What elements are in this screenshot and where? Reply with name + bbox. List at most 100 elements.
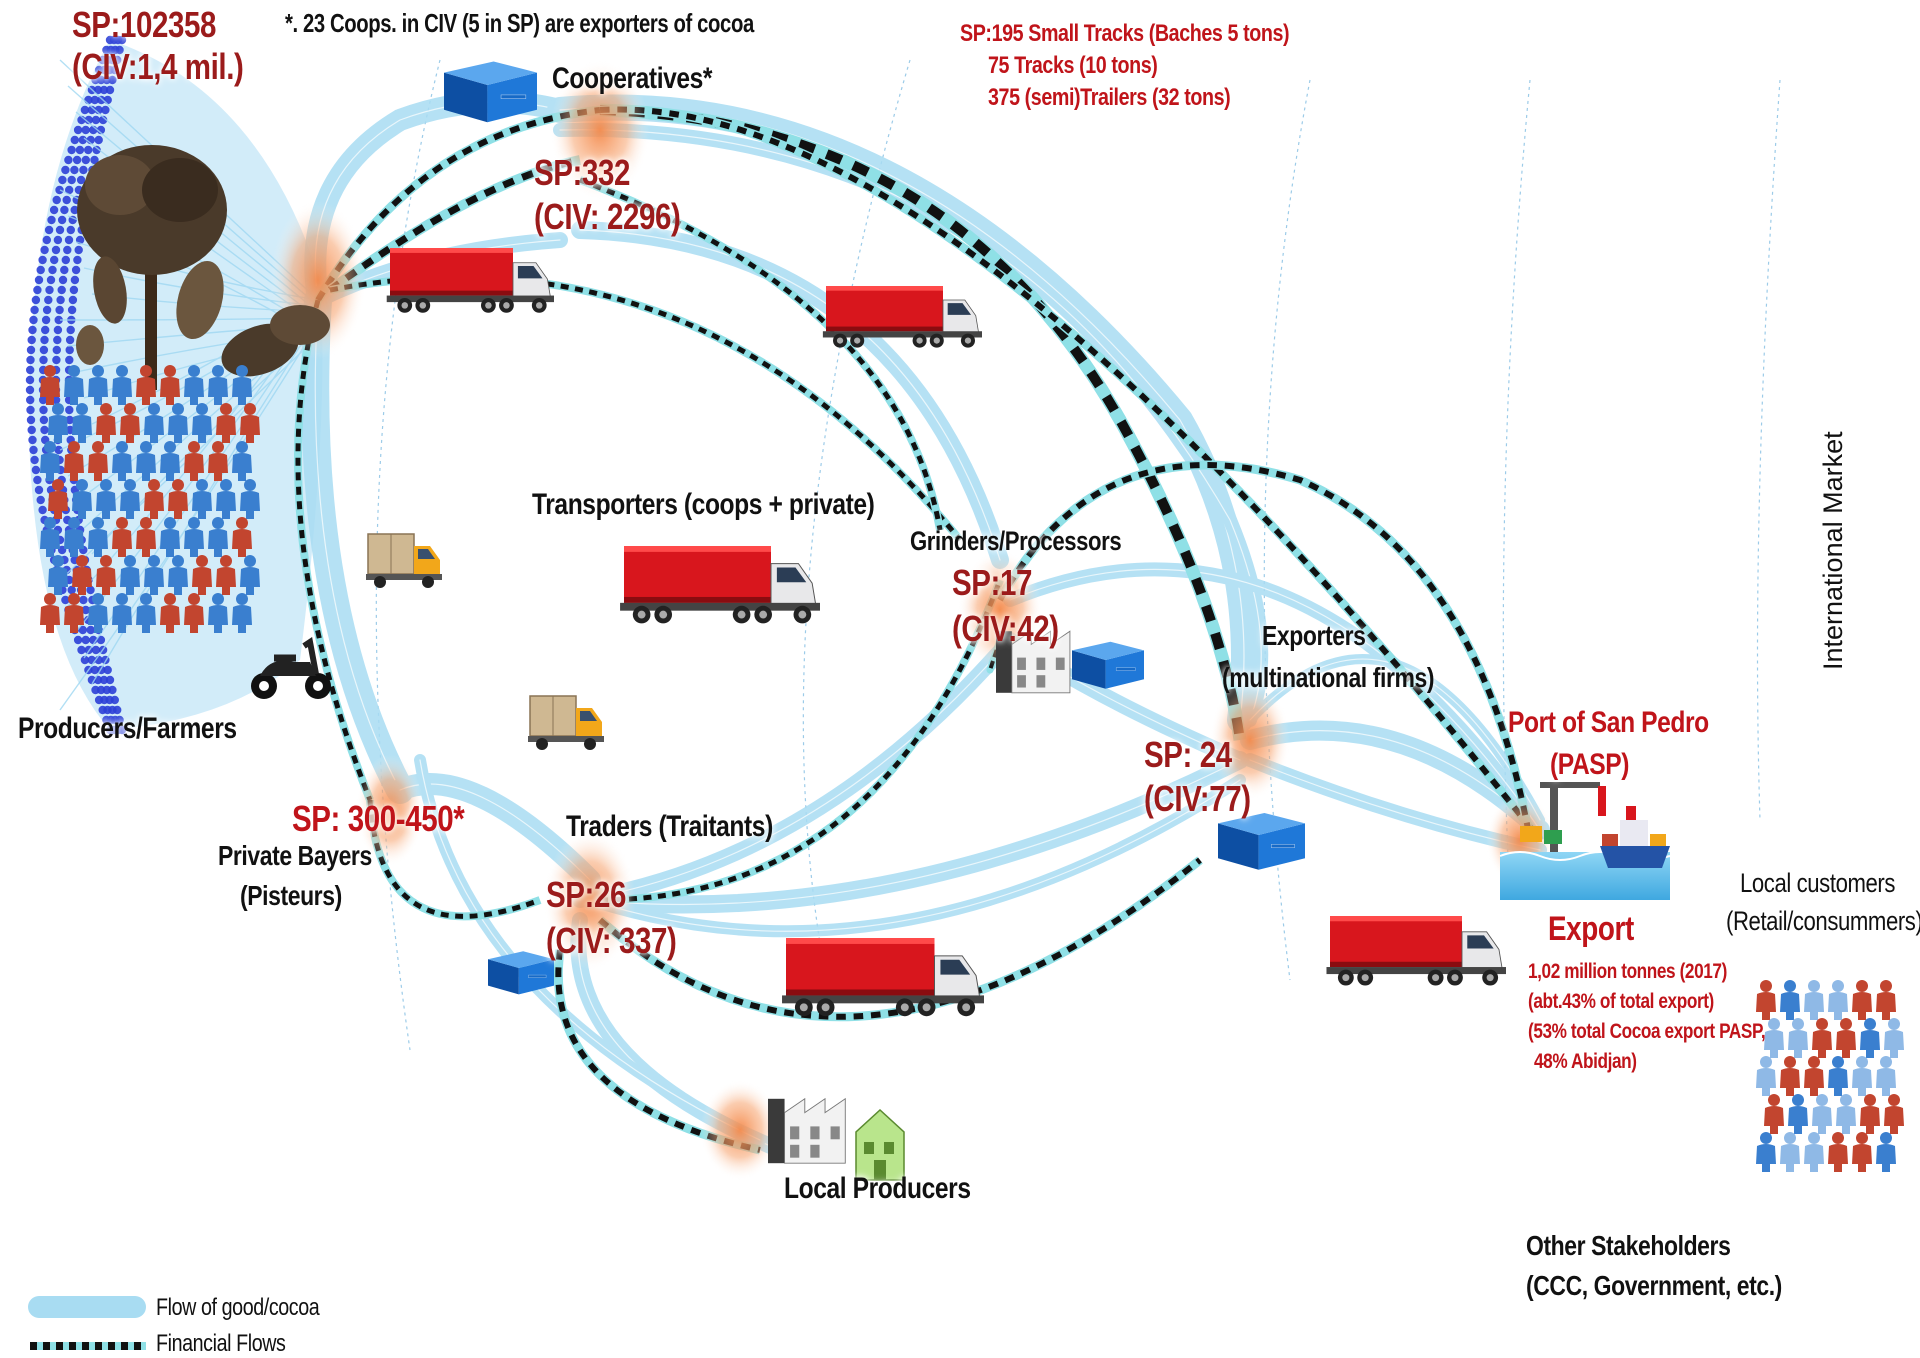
financial-flow	[997, 462, 1533, 841]
farmer-dot	[91, 645, 101, 655]
farmer-dot	[80, 105, 90, 115]
farmer-dot	[70, 275, 80, 285]
farmer-dot	[46, 275, 56, 285]
farmer-dot	[99, 675, 109, 685]
farmer-dot	[27, 335, 36, 345]
truck-icon	[781, 937, 985, 1017]
farmer-dot	[48, 265, 57, 275]
farmer-dot	[60, 265, 69, 275]
farmer-dot	[84, 145, 93, 155]
person-icon	[1804, 1132, 1824, 1172]
farmer-dot	[86, 625, 95, 635]
legend-goods-swatch	[28, 1296, 146, 1318]
farmer-dot	[54, 445, 63, 455]
farmer-dot	[27, 425, 36, 435]
person-icon	[1780, 980, 1800, 1020]
farmer-dot	[81, 125, 90, 135]
legend	[28, 1296, 146, 1350]
financial-flow-base	[599, 103, 1247, 741]
legend-goods-label: Flow of good/cocoa	[156, 1294, 320, 1321]
farmer-dot	[96, 635, 106, 645]
cooperatives-civ-count: (CIV: 2296)	[534, 196, 681, 237]
farmer-dot	[39, 405, 48, 415]
farmer-dot	[29, 315, 38, 325]
farmer-dot	[53, 325, 63, 335]
export-volume: 1,02 million tonnes (2017)	[1528, 960, 1727, 983]
farmer-dot	[70, 205, 79, 215]
farmer-dot	[56, 295, 65, 305]
farmer-dot	[97, 95, 106, 105]
farmer-dot	[73, 635, 83, 645]
farmer-dot	[96, 125, 106, 135]
person-icon	[1852, 1056, 1872, 1096]
other-stakeholders-sublabel: (CCC, Government, etc.)	[1526, 1270, 1782, 1301]
person-icon	[1756, 1056, 1776, 1096]
farmer-dot	[40, 335, 49, 345]
export-share: (abt.43% of total export)	[1528, 990, 1714, 1013]
farmer-dot	[74, 245, 83, 255]
farmer-dot	[65, 185, 74, 195]
farmer-dot	[117, 725, 127, 735]
farmer-dot	[86, 585, 95, 595]
farmer-dot	[28, 435, 37, 445]
warehouse-icon	[487, 951, 555, 995]
farmer-dot	[31, 295, 41, 305]
goods-flow-highlight	[559, 129, 1262, 721]
financial-flow-lines	[293, 103, 1544, 1155]
grinders-sp-count: SP:17	[952, 562, 1033, 603]
warehouse-icon	[1217, 812, 1306, 871]
person-icon	[1852, 980, 1872, 1020]
financial-flow	[599, 106, 1543, 842]
farmer-dot	[64, 155, 73, 165]
transport-note-line2: 75 Tracks (10 tons)	[988, 52, 1158, 79]
farmer-dot	[79, 595, 88, 605]
local-customers-crowd-icon	[1756, 980, 1904, 1172]
grinders-label: Grinders/Processors	[910, 526, 1122, 556]
farmer-dot	[79, 165, 88, 175]
farmer-dot	[25, 375, 35, 385]
farmer-dot	[60, 205, 69, 215]
farmer-dot	[84, 115, 93, 125]
farmer-dot	[87, 105, 97, 115]
farmer-dot	[81, 605, 91, 615]
financial-flow-base	[599, 104, 1544, 843]
farmer-dot	[39, 415, 49, 425]
farmer-dot	[103, 95, 112, 105]
export-title: Export	[1548, 910, 1634, 948]
transporters-label: Transporters (coops + private)	[532, 488, 875, 521]
person-icon	[1876, 980, 1896, 1020]
person-icon	[1804, 1056, 1824, 1096]
farmer-dot	[33, 285, 42, 295]
producers-sp-count: SP:102358	[72, 4, 217, 45]
local-customers-sublabel: (Retail/consummers)	[1726, 906, 1920, 936]
farmer-dot	[68, 215, 77, 225]
farmer-dot	[108, 685, 117, 695]
financial-flow	[598, 857, 1202, 1020]
goods-flow-highlight	[589, 759, 1241, 906]
financial-flow-base	[599, 578, 1004, 904]
financial-flow	[555, 949, 761, 1153]
farmer-dot	[99, 85, 109, 95]
farmer-dot	[52, 345, 61, 355]
farmer-dot	[81, 635, 90, 645]
person-icon	[1756, 1132, 1776, 1172]
traders-label: Traders (Traitants)	[566, 810, 773, 843]
person-icon	[1804, 980, 1824, 1020]
person-icon	[1756, 980, 1776, 1020]
cooperatives-label: Cooperatives*	[552, 62, 713, 95]
farmer-dot	[65, 355, 74, 365]
financial-flow	[367, 799, 541, 919]
small-truck-icon	[365, 533, 443, 589]
farmer-dot	[110, 65, 120, 75]
farmer-dot	[73, 255, 82, 265]
truck-icon	[619, 545, 821, 624]
transport-note-line3: 375 (semi)Trailers (32 tons)	[988, 84, 1231, 111]
farmer-dot	[39, 395, 48, 405]
ship-icon	[1600, 806, 1670, 868]
farmer-dot	[94, 135, 103, 145]
goods-flow-highlight	[1009, 568, 1541, 831]
farmer-dot	[62, 195, 71, 205]
farmer-dot	[52, 195, 61, 205]
person-icon	[1764, 1018, 1784, 1058]
farmer-dot	[103, 665, 112, 675]
